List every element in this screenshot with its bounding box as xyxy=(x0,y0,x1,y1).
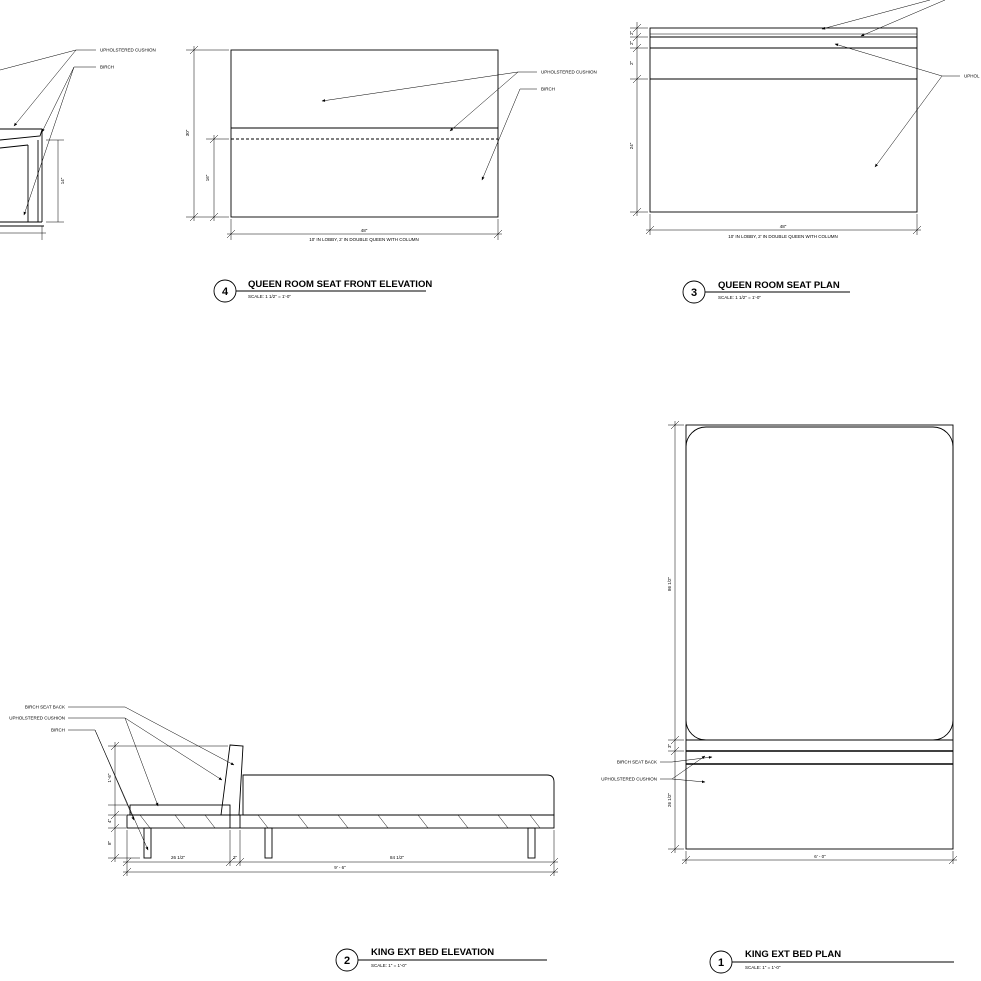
v1-dim-back: 3" xyxy=(667,744,672,749)
v1-number: 1 xyxy=(718,957,724,969)
view-4-title-block: 4 QUEEN ROOM SEAT FRONT ELEVATION SCALE:… xyxy=(213,279,432,303)
v1-dim-bed-length: 86 1/2" xyxy=(667,577,672,592)
view-1-title-block: 1 KING EXT BED PLAN SCALE: 1" = 1'-0" xyxy=(709,949,954,974)
v2-dim-leg: 8" xyxy=(107,841,112,846)
v3-dim-width-note: 10' IN LOBBY, 2' IN DOUBLE QUEEN WITH CO… xyxy=(728,234,837,239)
view-4-queen-front-elevation: 30" 16" 48" 10' IN LOBBY, 2' IN DOUBLE Q… xyxy=(185,45,597,242)
v3-dim-depth: 24" xyxy=(629,142,634,149)
v4-dim-width: 48" xyxy=(361,228,368,233)
v3-title: QUEEN ROOM SEAT PLAN xyxy=(718,280,840,291)
v1-dim-width: 6' - 0" xyxy=(814,854,826,859)
v4-scale: SCALE: 1 1/2" = 1'-0" xyxy=(248,294,291,299)
v4-number: 4 xyxy=(222,286,229,298)
v2-dim-bed-length: 84 1/2" xyxy=(390,855,405,860)
v3-dim-c: 2" xyxy=(629,61,634,66)
v3-label-uphol-cut: UPHOL xyxy=(964,74,980,79)
v5-label-birch: BIRCH xyxy=(100,65,114,70)
v4-label-birch: BIRCH xyxy=(541,87,555,92)
v1-scale: SCALE: 1" = 1'-0" xyxy=(745,965,781,970)
view-2-king-bed-elevation: 1'-6" 4" 8" 26 1/2" 3" 84 1/2" 9' - 6" B… xyxy=(9,705,559,877)
v1-label-birch-seat-back: BIRCH SEAT BACK xyxy=(617,760,657,765)
v3-dim-b: 2" xyxy=(629,41,634,46)
v1-dim-seat: 26 1/2" xyxy=(667,793,672,808)
v1-title: KING EXT BED PLAN xyxy=(745,949,841,960)
v4-dim-total-height: 30" xyxy=(185,129,190,136)
v4-dim-width-note: 10' IN LOBBY, 2' IN DOUBLE QUEEN WITH CO… xyxy=(309,237,418,242)
v2-dim-total: 9' - 6" xyxy=(334,865,346,870)
view-3-title-block: 3 QUEEN ROOM SEAT PLAN SCALE: 1 1/2" = 1… xyxy=(682,280,850,304)
v2-title: KING EXT BED ELEVATION xyxy=(371,947,494,958)
v5-dim-height: 14" xyxy=(60,177,65,184)
view-2-title-block: 2 KING EXT BED ELEVATION SCALE: 1" = 1'-… xyxy=(335,947,547,972)
v3-number: 3 xyxy=(691,287,697,299)
v4-label-upholstered-cushion: UPHOLSTERED CUSHION xyxy=(541,70,597,75)
view-5-partial-elevation: 14" UPHOLSTERED CUSHION BIRCH xyxy=(0,48,156,240)
v3-dim-a: 2" xyxy=(629,31,634,36)
v2-label-birch: BIRCH xyxy=(51,728,65,733)
v2-dim-seat-depth: 26 1/2" xyxy=(171,855,186,860)
v3-dim-width: 48" xyxy=(780,224,787,229)
v2-dim-seat: 4" xyxy=(107,819,112,824)
v5-label-upholstered-cushion: UPHOLSTERED CUSHION xyxy=(100,48,156,53)
v2-scale: SCALE: 1" = 1'-0" xyxy=(371,963,407,968)
v4-dim-seat-height: 16" xyxy=(205,174,210,181)
v2-dim-gap: 3" xyxy=(233,855,238,860)
view-1-king-bed-plan: 86 1/2" 3" 26 1/2" 6' - 0" BIRCH SEAT BA… xyxy=(601,420,958,865)
v2-dim-back-height: 1'-6" xyxy=(107,773,112,782)
v2-number: 2 xyxy=(344,955,350,967)
frame-hatching xyxy=(139,814,541,829)
v1-label-upholstered-cushion: UPHOLSTERED CUSHION xyxy=(601,777,657,782)
v2-label-upholstered-cushion: UPHOLSTERED CUSHION xyxy=(9,716,65,721)
v3-scale: SCALE: 1 1/2" = 1'-0" xyxy=(718,295,761,300)
view-3-queen-seat-plan: 2" 2" 2" 24" 48" 10' IN LOBBY, 2' IN DOU… xyxy=(629,0,980,239)
v4-title: QUEEN ROOM SEAT FRONT ELEVATION xyxy=(248,279,432,290)
v2-label-birch-seat-back: BIRCH SEAT BACK xyxy=(25,705,65,710)
